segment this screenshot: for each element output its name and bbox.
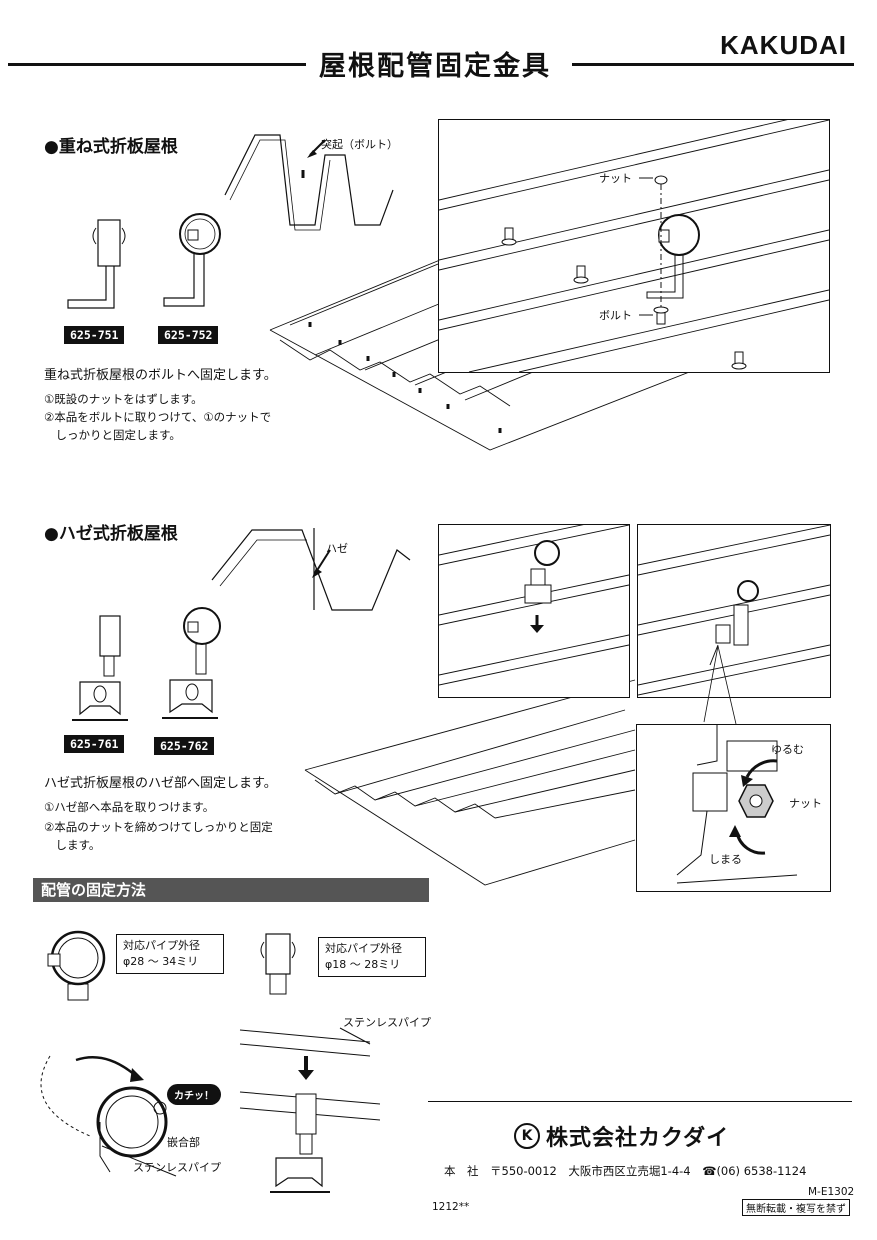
section-heading-haze: ●ハゼ式折板屋根 [44, 524, 178, 544]
copyright-notice: 無断転載・複写を禁ず [742, 1199, 850, 1216]
product-761-sketch [72, 615, 128, 721]
seam-detail-box-1 [438, 524, 630, 698]
spec-large-line1: 対応パイプ外径 [123, 939, 200, 952]
nut-zoom-box: ゆるむ ナット しまる [636, 724, 831, 892]
product-762-sketch [162, 607, 221, 719]
clamp-small-sketch [260, 933, 296, 995]
page-title: 屋根配管固定金具 [319, 51, 551, 82]
seam-roof-drawing [304, 679, 636, 886]
overlap-roof-sketch [224, 134, 394, 231]
section2-step-2: ②本品のナットを締めつけてしっかりと固定 [44, 820, 273, 834]
tighten-label: しまる [709, 853, 742, 866]
section1-description: 重ね式折板屋根のボルトへ固定します。 [44, 368, 277, 383]
footer-rule [428, 1101, 852, 1102]
seam-roof-sketch [211, 528, 411, 611]
clamp-closing-sketch [40, 1055, 177, 1177]
company-mark-icon: K [514, 1123, 540, 1149]
nut-zoom-label: ナット [789, 797, 822, 810]
bolt-label: ボルト [599, 309, 632, 322]
spec-box-small: 対応パイプ外径 φ18 〜 28ミリ [318, 937, 426, 977]
spec-large-line2: φ28 〜 34ミリ [123, 955, 199, 968]
fitting-label: 嵌合部 [167, 1136, 200, 1149]
section-heading-pipe: 配管の固定方法 [33, 878, 429, 902]
loosen-label: ゆるむ [771, 743, 804, 756]
zoom-leader-lines [703, 645, 737, 725]
pipe-install-sketch [239, 1027, 381, 1193]
title-rule-right [572, 63, 854, 66]
product-752-sketch [163, 213, 221, 307]
company-address: 本 社 〒550-0012 大阪市西区立売堀1-4-4 ☎(06) 6538-1… [444, 1164, 807, 1178]
bolt-callout: 突起（ボルト） [321, 138, 398, 151]
section-heading-kasane: ●重ね式折板屋根 [44, 137, 178, 157]
document-code: M-E1302 [808, 1186, 855, 1198]
stainless-pipe-label: ステンレスパイプ [343, 1016, 431, 1029]
section1-step-3: しっかりと固定します。 [44, 428, 181, 442]
haze-callout: ハゼ [326, 542, 348, 555]
overlap-detail-box: ナット ボルト [438, 119, 830, 373]
spec-box-large: 対応パイプ外径 φ28 〜 34ミリ [116, 934, 224, 974]
company-name: 株式会社カクダイ [546, 1126, 730, 1151]
section1-step-2: ②本品をボルトに取りつけて、①のナットで [44, 410, 272, 424]
product-751-sketch [67, 219, 126, 309]
spec-small-line2: φ18 〜 28ミリ [325, 958, 401, 971]
product-code-752: 625-752 [158, 326, 219, 344]
overlap-roof-drawing [269, 254, 721, 451]
click-badge: カチッ！ [167, 1084, 221, 1105]
section1-step-1: ①既設のナットをはずします。 [44, 392, 203, 406]
spec-small-line1: 対応パイプ外径 [325, 942, 402, 955]
seam-detail-box-2 [637, 524, 831, 698]
product-code-761: 625-761 [64, 735, 125, 753]
section2-step-1: ①ハゼ部へ本品を取りつけます。 [44, 800, 215, 814]
section2-step-3: します。 [44, 838, 101, 852]
product-code-762: 625-762 [154, 737, 215, 755]
nut-label: ナット [599, 172, 632, 185]
clamp-large-sketch [47, 930, 106, 1001]
brand-logo: KAKUDAI [720, 30, 847, 60]
company-logo: K 株式会社カクダイ [514, 1120, 729, 1152]
stainless-pipe-label-2: ステンレスパイプ [133, 1161, 221, 1174]
section2-description: ハゼ式折板屋根のハゼ部へ固定します。 [44, 776, 277, 791]
date-code: 1212** [432, 1201, 470, 1213]
product-code-751: 625-751 [64, 326, 125, 344]
title-rule-left [8, 63, 306, 66]
click-badge-label: カチッ！ [174, 1091, 214, 1102]
